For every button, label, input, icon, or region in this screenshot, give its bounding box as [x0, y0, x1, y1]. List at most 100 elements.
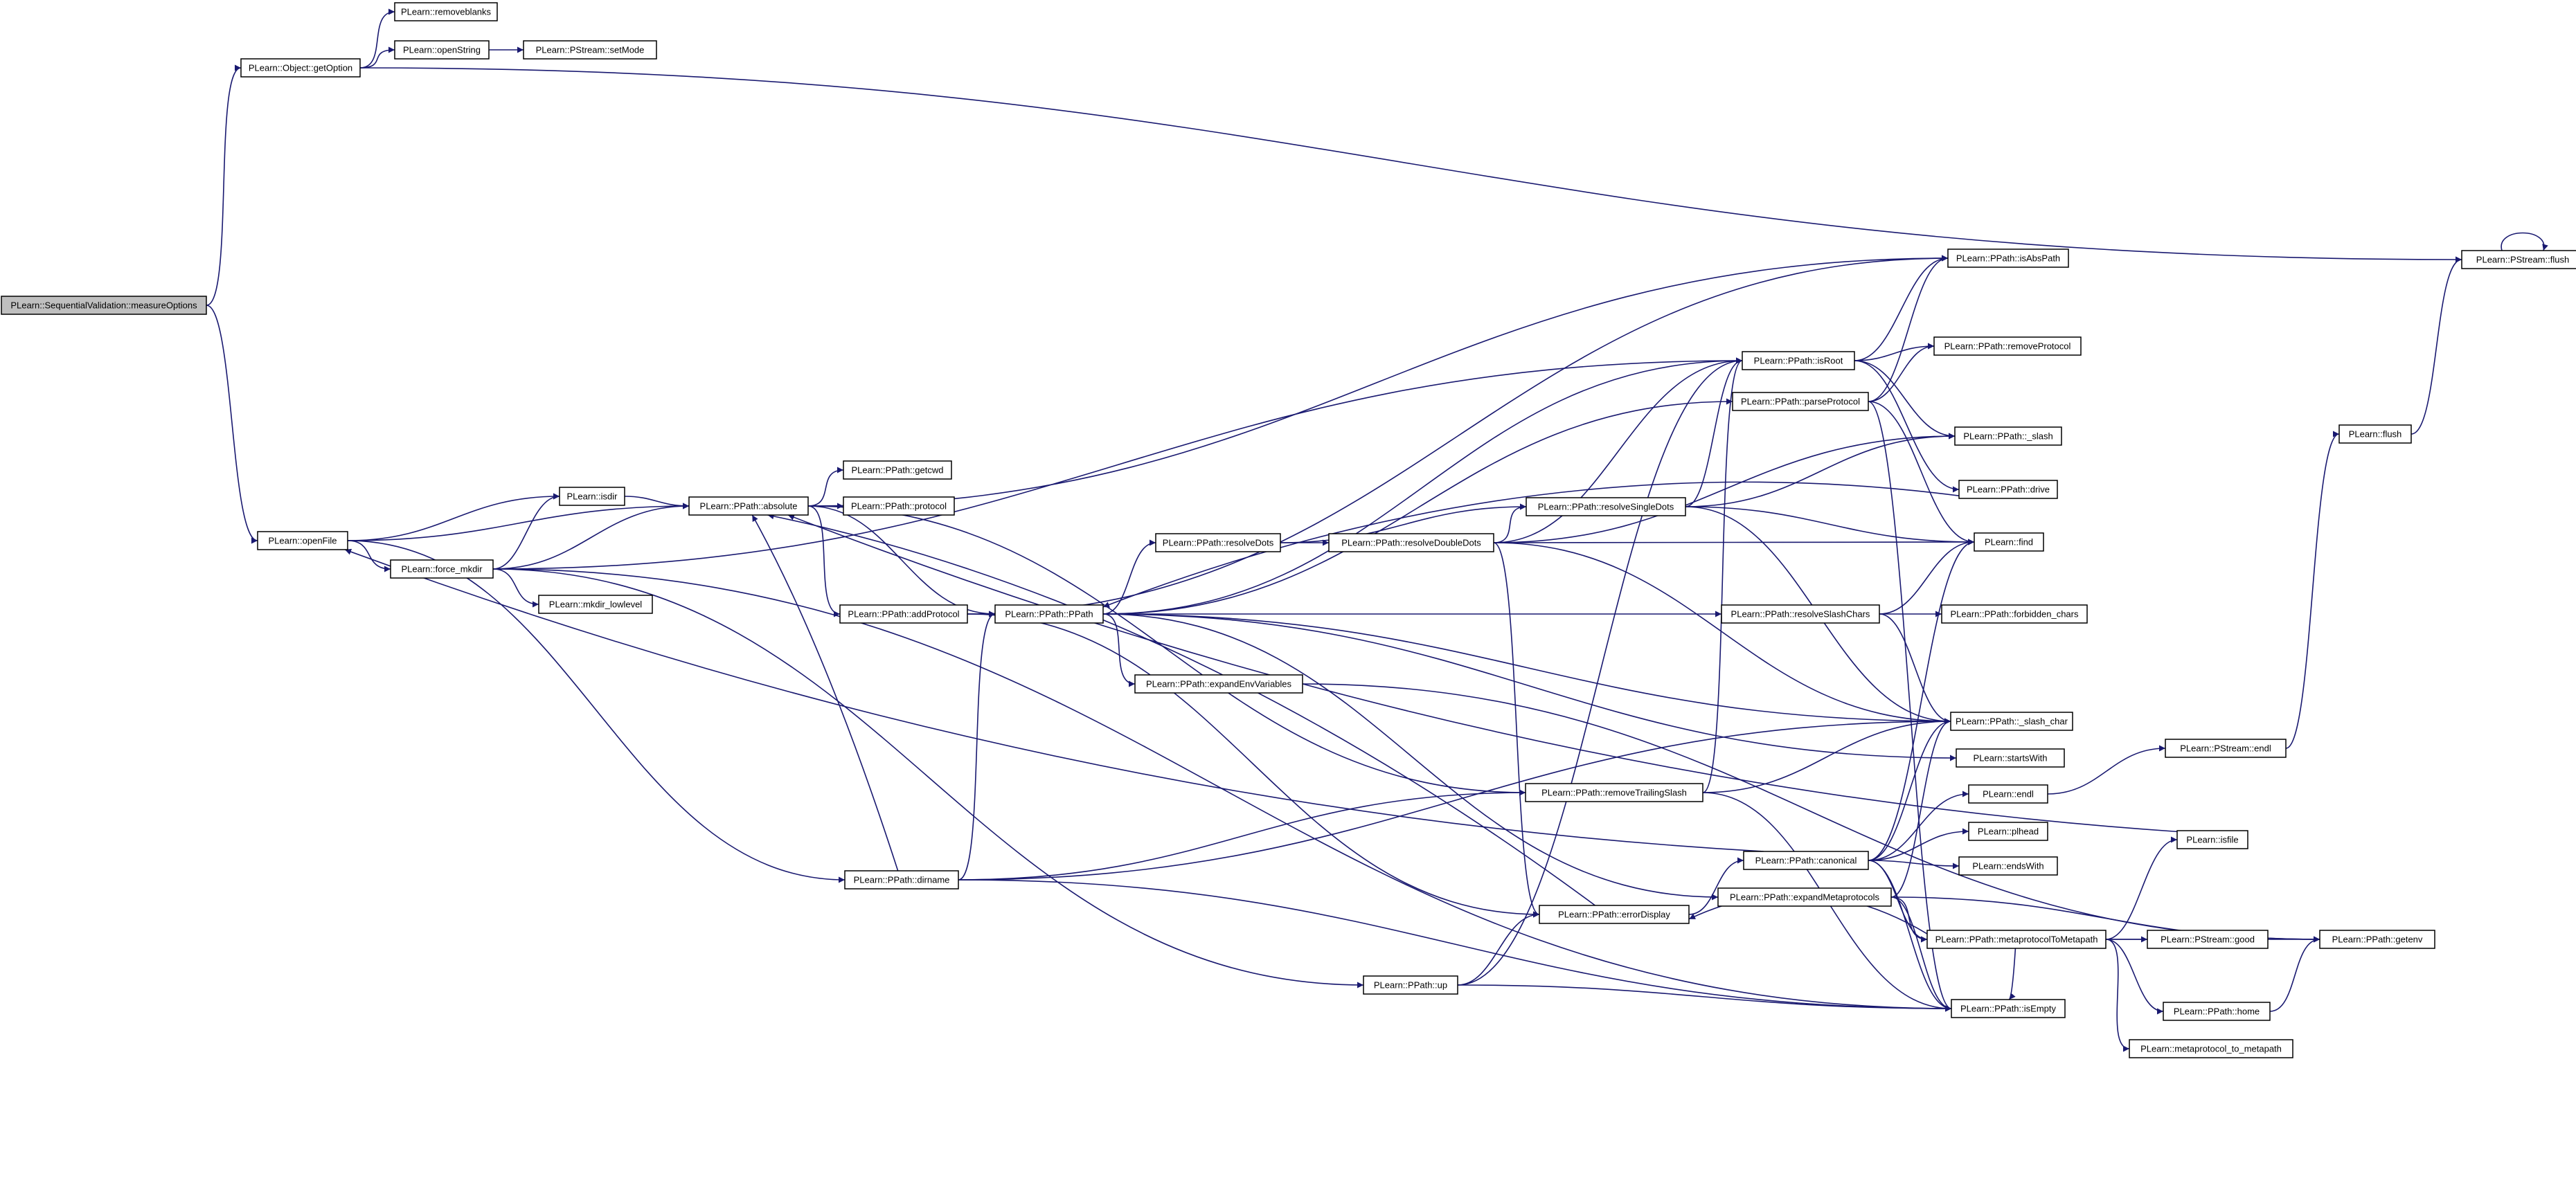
node-getOption[interactable]: PLearn::Object::getOption — [240, 58, 361, 78]
node-flush[interactable]: PLearn::flush — [2338, 424, 2412, 444]
node-box[interactable] — [1958, 856, 2058, 876]
node-find[interactable]: PLearn::find — [1974, 532, 2044, 552]
node-forbidden_chars[interactable]: PLearn::PPath::forbidden_chars — [1941, 604, 2088, 624]
node-force_mkdir[interactable]: PLearn::force_mkdir — [390, 559, 494, 579]
node-box[interactable] — [1941, 604, 2088, 624]
node-metaprotocolToMetapath[interactable]: PLearn::PPath::metaprotocolToMetapath — [1926, 930, 2107, 949]
node-openString[interactable]: PLearn::openString — [394, 40, 490, 60]
node-box[interactable] — [1968, 784, 2048, 804]
node-box[interactable] — [843, 460, 952, 480]
node-box[interactable] — [2461, 250, 2576, 269]
node-up[interactable]: PLearn::PPath::up — [1363, 975, 1458, 995]
node-canonical[interactable]: PLearn::PPath::canonical — [1743, 851, 1869, 870]
node-box[interactable] — [688, 496, 809, 516]
node-box[interactable] — [2338, 424, 2412, 444]
node-isEmpty[interactable]: PLearn::PPath::isEmpty — [1951, 999, 2066, 1018]
node-box[interactable] — [2163, 1002, 2271, 1021]
node-PStream_good[interactable]: PLearn::PStream::good — [2147, 930, 2269, 949]
node-box[interactable] — [1950, 712, 2073, 731]
node-drive[interactable]: PLearn::PPath::drive — [1958, 480, 2058, 499]
node-box[interactable] — [1134, 674, 1303, 694]
node-removeTrailingSlash[interactable]: PLearn::PPath::removeTrailingSlash — [1525, 783, 1703, 802]
node-resolveDots[interactable]: PLearn::PPath::resolveDots — [1155, 533, 1281, 552]
node-getcwd[interactable]: PLearn::PPath::getcwd — [843, 460, 952, 480]
node-absolute[interactable]: PLearn::PPath::absolute — [688, 496, 809, 516]
node-expandEnvVariables[interactable]: PLearn::PPath::expandEnvVariables — [1134, 674, 1303, 694]
node-box[interactable] — [1926, 930, 2107, 949]
node-box[interactable] — [1743, 851, 1869, 870]
node-box[interactable] — [839, 604, 968, 624]
node-box[interactable] — [1933, 336, 2082, 356]
node-box[interactable] — [2319, 930, 2435, 949]
node-isAbsPath[interactable]: PLearn::PPath::isAbsPath — [1947, 249, 2069, 268]
node-box[interactable] — [1968, 822, 2048, 841]
node-isfile[interactable]: PLearn::isfile — [2176, 830, 2248, 849]
node-box[interactable] — [1717, 887, 1892, 907]
node-resolveSingleDots[interactable]: PLearn::PPath::resolveSingleDots — [1526, 497, 1686, 516]
node-box[interactable] — [994, 604, 1104, 624]
node-PPath[interactable]: PLearn::PPath::PPath — [994, 604, 1104, 624]
node-expandMetaprotocols[interactable]: PLearn::PPath::expandMetaprotocols — [1717, 887, 1892, 907]
node-box[interactable] — [1, 296, 207, 315]
node-box[interactable] — [1155, 533, 1281, 552]
node-addProtocol[interactable]: PLearn::PPath::addProtocol — [839, 604, 968, 624]
node-box[interactable] — [1954, 426, 2062, 446]
node-box[interactable] — [1363, 975, 1458, 995]
node-box[interactable] — [2129, 1039, 2293, 1058]
node-box[interactable] — [394, 2, 498, 21]
node-box[interactable] — [1958, 480, 2058, 499]
node-endl[interactable]: PLearn::endl — [1968, 784, 2048, 804]
node-isdir[interactable]: PLearn::isdir — [559, 487, 625, 506]
node-removeProtocol[interactable]: PLearn::PPath::removeProtocol — [1933, 336, 2082, 356]
node-box[interactable] — [1732, 392, 1869, 411]
node-errorDisplay[interactable]: PLearn::PPath::errorDisplay — [1539, 905, 1690, 924]
node-protocol[interactable]: PLearn::PPath::protocol — [843, 496, 955, 516]
node-box[interactable] — [240, 58, 361, 78]
node-setMode[interactable]: PLearn::PStream::setMode — [523, 40, 657, 60]
edge-expandMetaprotocols-to-isEmpty — [1890, 896, 1952, 1012]
node-box[interactable] — [538, 595, 653, 614]
node-parseProtocol[interactable]: PLearn::PPath::parseProtocol — [1732, 392, 1869, 411]
node-box[interactable] — [1742, 351, 1855, 370]
node-endsWith[interactable]: PLearn::endsWith — [1958, 856, 2058, 876]
node-box[interactable] — [843, 496, 955, 516]
node-_slash[interactable]: PLearn::PPath::_slash — [1954, 426, 2062, 446]
node-dirname[interactable]: PLearn::PPath::dirname — [844, 870, 959, 889]
node-box[interactable] — [1539, 905, 1690, 924]
node-box[interactable] — [523, 40, 657, 60]
node-box[interactable] — [1947, 249, 2069, 268]
node-box[interactable] — [390, 559, 494, 579]
edge-absolute-to-addProtocol — [807, 505, 841, 617]
node-isRoot[interactable]: PLearn::PPath::isRoot — [1742, 351, 1855, 370]
node-removeblanks[interactable]: PLearn::removeblanks — [394, 2, 498, 21]
node-box[interactable] — [1526, 497, 1686, 516]
node-box[interactable] — [1721, 604, 1880, 624]
node-box[interactable] — [2176, 830, 2248, 849]
node-home[interactable]: PLearn::PPath::home — [2163, 1002, 2271, 1021]
node-box[interactable] — [1525, 783, 1703, 802]
node-box[interactable] — [1328, 533, 1494, 552]
node-mkdir_lowlevel[interactable]: PLearn::mkdir_lowlevel — [538, 595, 653, 614]
node-plhead[interactable]: PLearn::plhead — [1968, 822, 2048, 841]
node-metaprotocol_to_metapath[interactable]: PLearn::metaprotocol_to_metapath — [2129, 1039, 2293, 1058]
node-resolveSlashChars[interactable]: PLearn::PPath::resolveSlashChars — [1721, 604, 1880, 624]
node-resolveDoubleDots[interactable]: PLearn::PPath::resolveDoubleDots — [1328, 533, 1494, 552]
node-PStream_flush[interactable]: PLearn::PStream::flush — [2461, 250, 2576, 269]
node-box[interactable] — [559, 487, 625, 506]
node-box[interactable] — [1951, 999, 2066, 1018]
node-box[interactable] — [844, 870, 959, 889]
node-openFile[interactable]: PLearn::openFile — [257, 531, 348, 550]
node-startsWith[interactable]: PLearn::startsWith — [1956, 748, 2065, 768]
node-box[interactable] — [394, 40, 490, 60]
node-box[interactable] — [1974, 532, 2044, 552]
node-box[interactable] — [257, 531, 348, 550]
node-box[interactable] — [1956, 748, 2065, 768]
node-_slash_char[interactable]: PLearn::PPath::_slash_char — [1950, 712, 2073, 731]
edge-drive-to-PPath — [1102, 481, 1960, 608]
node-box[interactable] — [2165, 739, 2287, 758]
edge-canonical-to-openFile — [344, 548, 1764, 852]
node-box[interactable] — [2147, 930, 2269, 949]
node-getenv[interactable]: PLearn::PPath::getenv — [2319, 930, 2435, 949]
node-measureOptions[interactable]: PLearn::SequentialValidation::measureOpt… — [1, 296, 207, 315]
node-PStream_endl[interactable]: PLearn::PStream::endl — [2165, 739, 2287, 758]
